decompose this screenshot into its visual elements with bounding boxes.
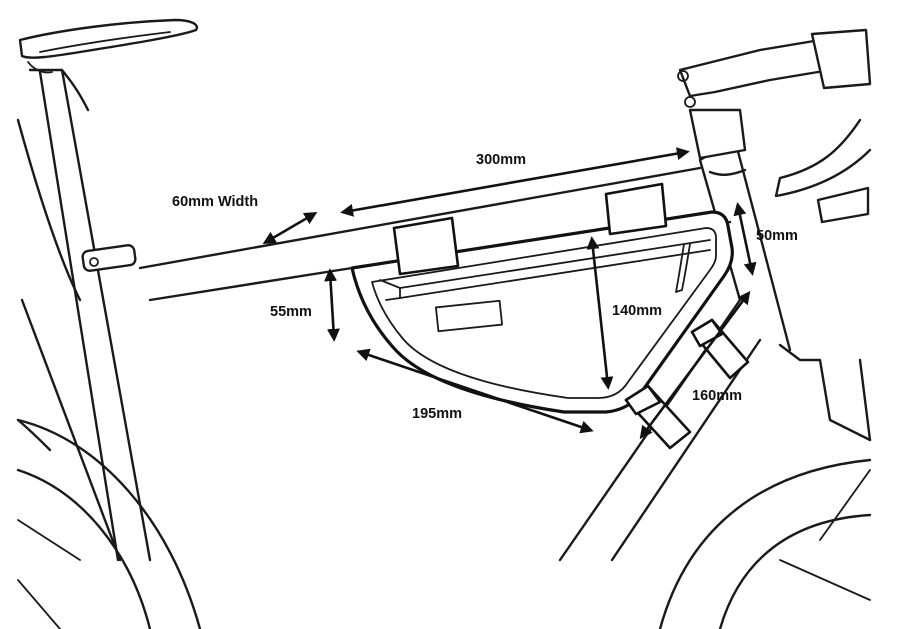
label-bag-height: 140mm [612,303,662,319]
seat-clamp [81,244,137,272]
top-strap-rear [392,216,460,276]
top-strap-front [604,182,668,236]
bag-label-patch [435,299,503,333]
top-length-arrow [340,147,690,217]
label-top-length: 300mm [476,152,526,168]
front-wheel [658,458,872,629]
bottom-length-arrow [356,348,594,434]
bicycle-frame [16,18,872,629]
saddle [18,18,199,59]
front-length-arrow [639,290,751,440]
seat-tube [28,68,152,562]
bag-zipper [399,239,711,299]
label-rear-height: 55mm [270,304,312,320]
stem [688,108,747,160]
dimension-arrows [262,147,757,440]
bag-height-arrow [586,236,614,390]
label-bottom-length: 195mm [412,406,462,422]
handlebar [810,28,872,90]
dimension-labels: 60mm Width 300mm 50mm 55mm 140mm 195mm 1… [172,152,798,422]
width-arrow [262,212,318,244]
rear-height-arrow [324,268,340,342]
bag-inner-panel [371,227,717,399]
label-front-height: 50mm [756,228,798,244]
label-front-length: 160mm [692,388,742,404]
rear-wheel [16,418,202,629]
front-height-arrow [733,202,757,276]
label-width: 60mm Width [172,194,258,210]
